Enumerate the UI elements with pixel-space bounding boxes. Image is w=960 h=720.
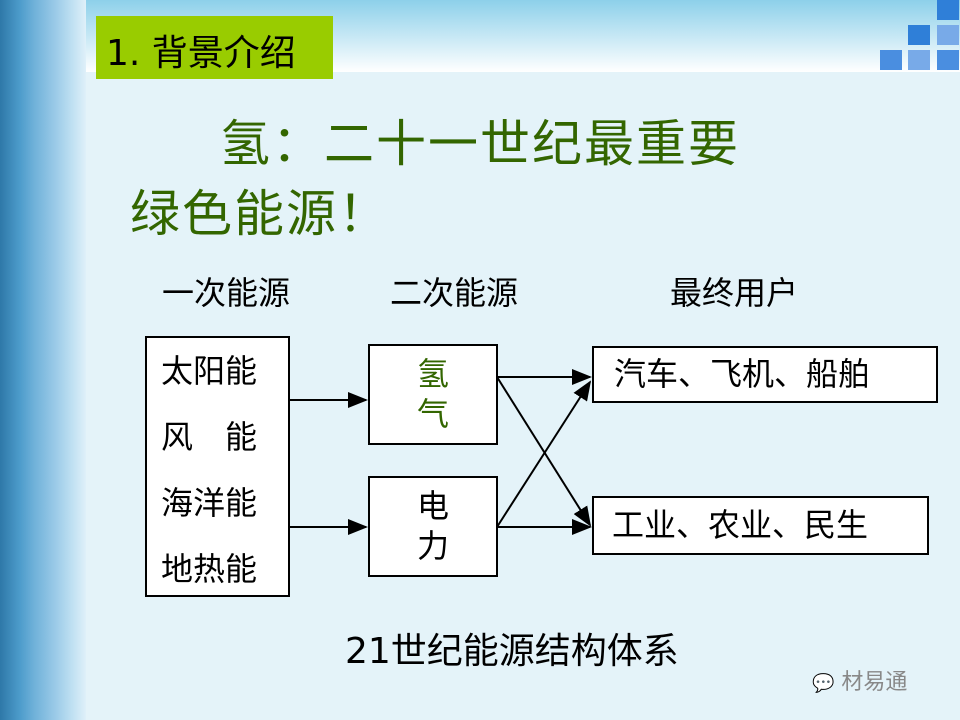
column-header-secondary: 二次能源 xyxy=(390,274,519,312)
source-solar: 太阳能 xyxy=(161,352,258,390)
column-header-primary: 一次能源 xyxy=(162,274,291,312)
diagram-caption: 21世纪能源结构体系 xyxy=(345,631,679,672)
arrow-hydrogen-to-industry xyxy=(496,376,592,527)
wechat-icon: 💬 xyxy=(812,673,835,694)
source-ocean: 海洋能 xyxy=(161,484,258,522)
hydrogen-box: 氢 气 xyxy=(368,344,498,445)
arrow-electricity-to-transport xyxy=(496,380,592,528)
source-geothermal: 地热能 xyxy=(161,550,258,588)
hydrogen-char-2: 气 xyxy=(416,395,449,433)
electricity-char-1: 电 xyxy=(416,487,449,525)
headline-line2: 绿色能源！ xyxy=(130,185,390,243)
end-user-transport: 汽车、飞机、船舶 xyxy=(592,346,938,403)
hydrogen-char-1: 氢 xyxy=(416,355,449,393)
watermark: 💬 材易通 xyxy=(812,664,907,696)
electricity-char-2: 力 xyxy=(416,527,449,565)
source-wind: 风 能 xyxy=(161,418,258,456)
left-stripes xyxy=(0,0,86,720)
section-title: 1. 背景介绍 xyxy=(96,16,333,79)
primary-sources-box: 太阳能 风 能 海洋能 地热能 xyxy=(145,336,290,597)
watermark-text: 材易通 xyxy=(841,670,908,695)
headline-line1: 氢：二十一世纪最重要 xyxy=(220,115,740,173)
column-header-end-users: 最终用户 xyxy=(670,274,799,312)
electricity-box: 电 力 xyxy=(368,476,498,577)
end-user-industry: 工业、农业、民生 xyxy=(592,496,929,555)
